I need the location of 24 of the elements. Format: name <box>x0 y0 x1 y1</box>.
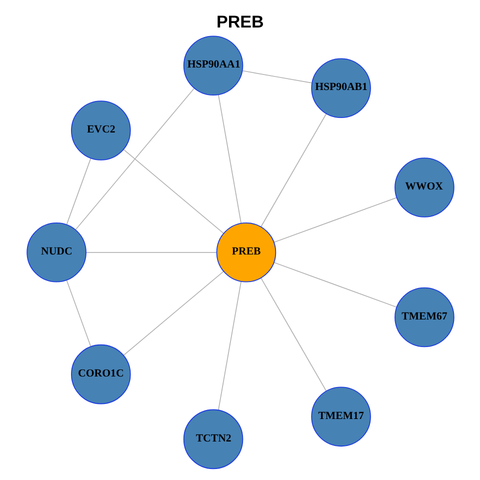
connector <box>273 262 396 308</box>
connector <box>218 94 241 224</box>
connector <box>66 158 91 225</box>
node-circle: TMEM17 <box>310 386 370 447</box>
node-circle: NUDC <box>26 222 86 282</box>
node-circle: WWOX <box>394 158 454 218</box>
connector <box>273 197 396 243</box>
node-circle: CORO1C <box>70 344 130 404</box>
connector <box>218 281 241 410</box>
connector <box>260 113 326 228</box>
connector <box>122 149 224 234</box>
node-circle: PREB <box>216 222 276 282</box>
connector <box>85 252 216 253</box>
connector <box>74 88 194 230</box>
connector <box>66 280 91 347</box>
connector <box>242 70 312 84</box>
node-circle: HSP90AB1 <box>310 58 370 118</box>
connector <box>260 278 326 392</box>
connector <box>122 271 224 356</box>
node-circle: EVC2 <box>70 100 130 160</box>
diagram-title: PREB <box>216 12 264 32</box>
node-circle: TCTN2 <box>182 409 243 470</box>
node-circle: TMEM67 <box>394 287 454 348</box>
node-circle: HSP90AA1 <box>182 36 243 96</box>
